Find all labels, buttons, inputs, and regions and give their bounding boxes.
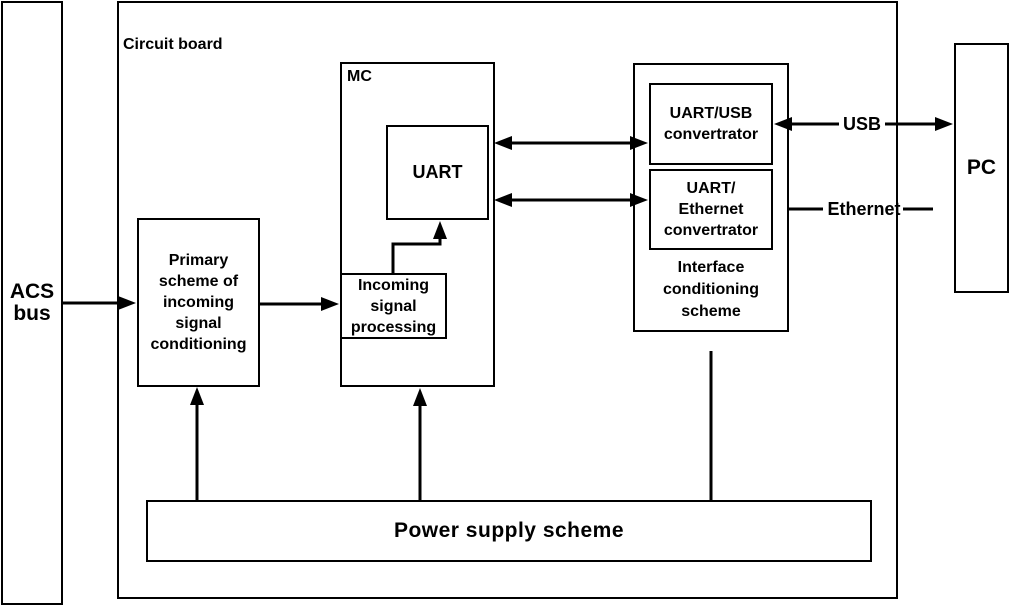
interface-conditioning-scheme-node: UART/USB convertrator UART/ Ethernet con… (633, 63, 789, 332)
pc-label: PC (966, 156, 997, 179)
interface-conditioning-scheme-label: Interface conditioning scheme (663, 259, 759, 320)
incoming-signal-processing-node: Incoming signal processing (340, 273, 447, 339)
acs-bus-label: ACS bus (9, 280, 55, 325)
uart-ethernet-convertrator-node: UART/ Ethernet convertrator (649, 169, 773, 250)
uart-usb-convertrator-label: UART/USB convertrator (663, 105, 759, 143)
power-supply-scheme-node: Power supply scheme (146, 500, 872, 562)
primary-scheme-node: Primary scheme of incoming signal condit… (137, 218, 260, 387)
ethernet-connection-label: Ethernet (827, 199, 901, 219)
power-supply-scheme-label: Power supply scheme (393, 519, 625, 542)
mc-node: MC UART Incoming signal processing (340, 62, 495, 387)
uart-node: UART (386, 125, 489, 220)
incoming-signal-processing-label: Incoming signal processing (350, 276, 437, 336)
uart-usb-convertrator-node: UART/USB convertrator (649, 83, 773, 165)
uart-label: UART (412, 162, 463, 182)
usb-connection-label: USB (842, 114, 881, 134)
primary-scheme-label: Primary scheme of incoming signal condit… (150, 252, 247, 353)
uart-ethernet-convertrator-label: UART/ Ethernet convertrator (663, 180, 759, 239)
mc-label: MC (347, 68, 372, 85)
circuit-board-label: Circuit board (123, 36, 223, 53)
acs-bus-node: ACS bus (1, 1, 63, 605)
pc-node: PC (954, 43, 1009, 293)
